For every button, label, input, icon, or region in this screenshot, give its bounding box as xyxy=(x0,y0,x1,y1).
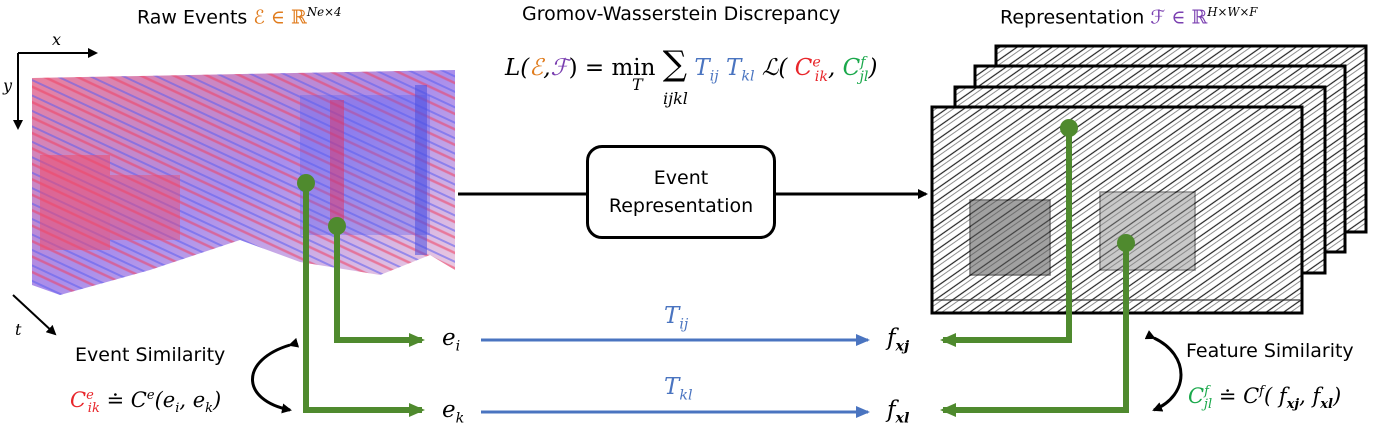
node-e-k: ek xyxy=(442,397,465,427)
feature-similarity-arrow xyxy=(1144,330,1183,412)
event-similarity-arrow xyxy=(251,337,300,414)
event-axes xyxy=(12,48,98,336)
raw-events-cloud xyxy=(32,70,455,295)
box-line1: Event xyxy=(653,167,709,189)
feature-point-l xyxy=(1117,234,1135,252)
transport-label-kl: Tkl xyxy=(664,374,693,404)
gw-title: Gromov-Wasserstein Discrepancy xyxy=(522,3,841,25)
representation-title: Representation ℱ ∈ ℝH×W×F xyxy=(1000,5,1258,29)
event-links xyxy=(303,183,425,417)
box-line2: Representation xyxy=(608,195,754,217)
event-point-k xyxy=(328,217,346,235)
axis-y-label: y xyxy=(3,76,13,95)
node-f-xl: fxl xyxy=(887,397,910,427)
equation-sum-subscript: ijkl xyxy=(663,89,688,108)
feature-similarity-formula: Cfjl ≐ Cf( fxj, fxl) xyxy=(1188,384,1342,413)
event-similarity-formula: Ceik ≐ Ce(ei, ek) xyxy=(70,388,222,417)
feature-links xyxy=(940,128,1129,417)
axis-x-label: x xyxy=(52,30,62,49)
event-point-i xyxy=(297,174,315,192)
feature-point-j xyxy=(1060,119,1078,137)
axis-t-label: t xyxy=(15,320,22,339)
gw-equation: L(ℰ,ℱ) = min ∑ Tij Tkl ℒ( Ceik, Cfjl) xyxy=(505,44,878,85)
representation-stack xyxy=(930,44,1368,315)
node-e-i: ei xyxy=(442,325,461,355)
transport-label-ij: Tij xyxy=(664,303,689,333)
feature-similarity-label: Feature Similarity xyxy=(1186,340,1354,362)
raw-events-title: Raw Events ℰ ∈ ℝNe×4 xyxy=(137,5,342,29)
event-similarity-label: Event Similarity xyxy=(75,344,226,366)
node-f-xj: fxj xyxy=(887,325,910,355)
equation-min-subscript: T xyxy=(632,75,643,94)
event-representation-box: Event Representation xyxy=(586,145,776,239)
